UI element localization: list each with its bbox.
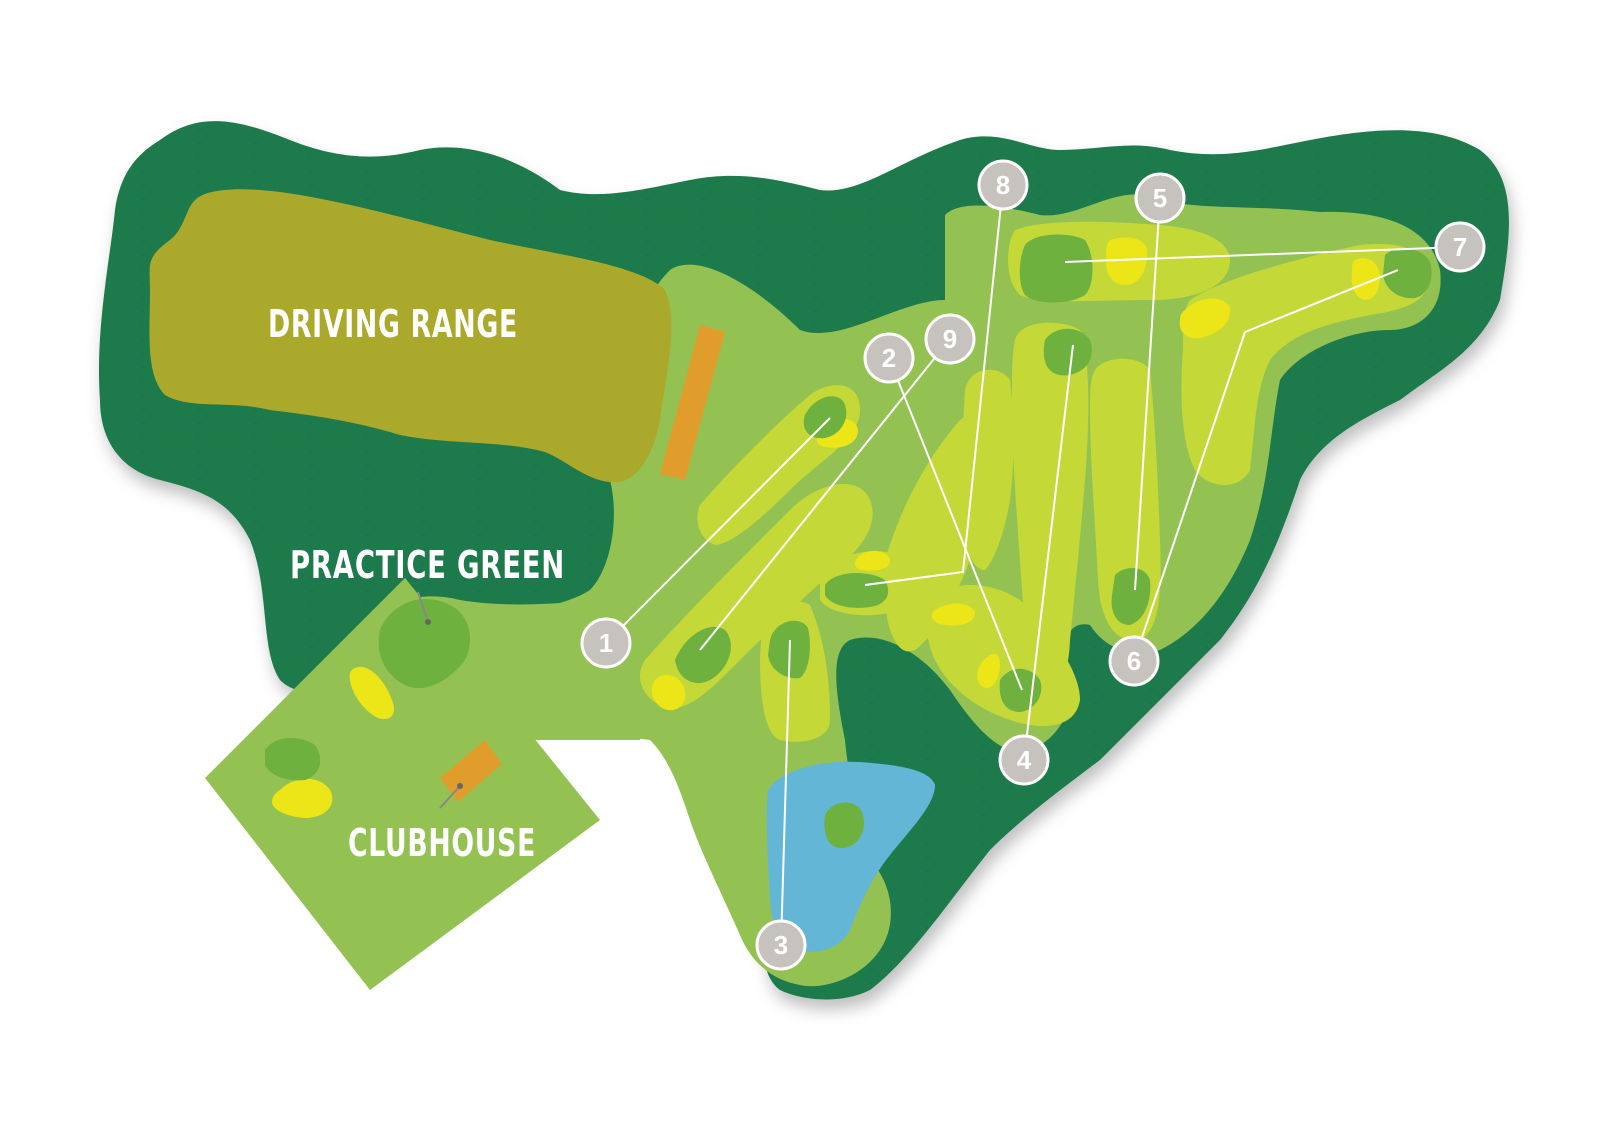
greens (265, 234, 1432, 849)
driving-range-label: DRIVING RANGE (268, 302, 518, 346)
hole-number: 1 (599, 628, 613, 658)
hole-routes (605, 184, 1461, 946)
clubhouse-label: CLUBHOUSE (348, 821, 536, 865)
hole-route-6 (1133, 331, 1246, 662)
hole-route-7 (1064, 246, 1461, 263)
hole-number: 8 (996, 170, 1010, 200)
practice-green-pointer-dot (425, 619, 431, 625)
hole-marker-1[interactable]: 1 (580, 617, 632, 669)
bunkers (272, 237, 1380, 818)
hole-route-5 (1134, 197, 1161, 591)
hole-number: 9 (943, 324, 957, 354)
practice-green-pointer (417, 591, 429, 623)
driving-range-building (660, 325, 725, 480)
hole-number: 3 (774, 930, 788, 960)
hole-route-8 (864, 184, 1004, 586)
hole-route-6b (1244, 269, 1399, 333)
hole-route-1 (605, 417, 831, 644)
hole-marker-9[interactable]: 9 (924, 313, 976, 365)
hole-marker-7[interactable]: 7 (1434, 221, 1486, 273)
hole-marker-2[interactable]: 2 (863, 332, 915, 384)
hole-marker-4[interactable]: 4 (998, 734, 1050, 786)
hole-number: 4 (1017, 745, 1032, 775)
clubhouse-pointer-dot (457, 783, 463, 789)
hole-marker-5[interactable]: 5 (1134, 172, 1186, 224)
clubhouse-building (440, 740, 502, 802)
water-hazard (766, 761, 935, 952)
hole-route-4 (1023, 344, 1074, 761)
driving-range-area (149, 189, 672, 483)
hole-route-2 (888, 357, 1023, 691)
water-island-green (824, 802, 865, 849)
hole-number: 6 (1127, 646, 1141, 676)
hole-number: 2 (882, 343, 896, 373)
hole-marker-6[interactable]: 6 (1108, 635, 1160, 687)
hole-route-9 (699, 338, 951, 651)
hole-number: 5 (1153, 183, 1167, 213)
hole-marker-3[interactable]: 3 (755, 919, 807, 971)
clubhouse-pointer (439, 785, 461, 809)
practice-green-label: PRACTICE GREEN (290, 543, 565, 587)
hole-marker-8[interactable]: 8 (977, 159, 1029, 211)
hole-markers: 1 2 3 4 5 6 7 8 (580, 159, 1486, 971)
hole-route-3 (780, 639, 791, 946)
hole-number: 7 (1453, 232, 1467, 262)
